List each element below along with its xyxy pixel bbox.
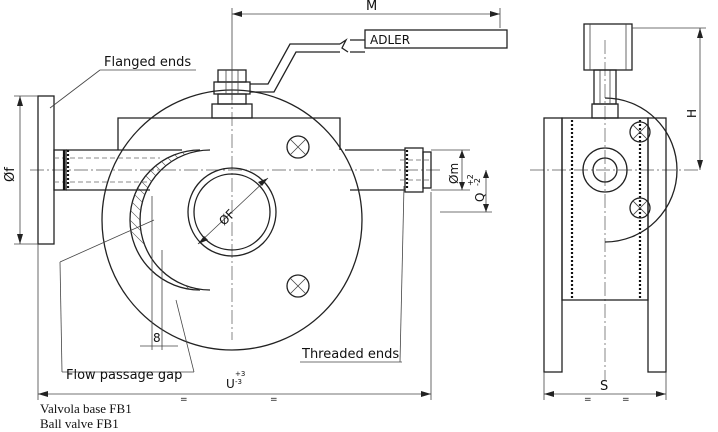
- threaded-ends-label: Threaded ends: [301, 347, 399, 362]
- dim-U-label: U: [226, 377, 235, 391]
- symmetry-mark-right: =: [270, 395, 278, 405]
- dim-H-label: H: [685, 109, 699, 118]
- right-threaded-end: [345, 147, 432, 193]
- side-view: [530, 23, 706, 400]
- dim-gap-label: 8: [153, 331, 161, 345]
- dim-phi-f-label: Øf: [3, 167, 18, 182]
- front-view: [14, 8, 508, 400]
- caption-italian: Valvola base FB1: [40, 401, 132, 416]
- bore-outer-circle: [187, 167, 277, 257]
- flow-passage-gap-label: Flow passage gap: [66, 368, 182, 383]
- flanged-ends-label: Flanged ends: [104, 55, 191, 70]
- dim-Q-tol-upper: +2: [466, 174, 475, 186]
- side-symmetry-mark-left: =: [584, 395, 592, 405]
- dim-U-tol-lower: -3: [235, 378, 242, 386]
- stem-assembly: [211, 29, 508, 119]
- dim-M-label: M: [366, 0, 377, 14]
- caption-english: Ball valve FB1: [40, 416, 119, 431]
- dim-Q-tol-lower: -2: [473, 178, 482, 186]
- left-flanged-end: [37, 95, 182, 245]
- dim-Q-label: Q: [473, 193, 487, 202]
- dim-phi-m-label: Øm: [447, 163, 461, 184]
- handle-brand-label: ADLER: [370, 33, 410, 47]
- bolt-hole-top: [286, 135, 310, 159]
- handle-grip: [364, 29, 508, 49]
- side-symmetry-mark-right: =: [622, 395, 630, 405]
- bolt-hole-bottom: [286, 274, 310, 298]
- dim-U-tol-upper: +3: [235, 370, 245, 378]
- dim-S-label: S: [600, 379, 608, 394]
- side-bolt-hole-top: [629, 121, 651, 143]
- symmetry-mark-left: =: [180, 395, 188, 405]
- side-bolt-hole-bottom: [629, 197, 651, 219]
